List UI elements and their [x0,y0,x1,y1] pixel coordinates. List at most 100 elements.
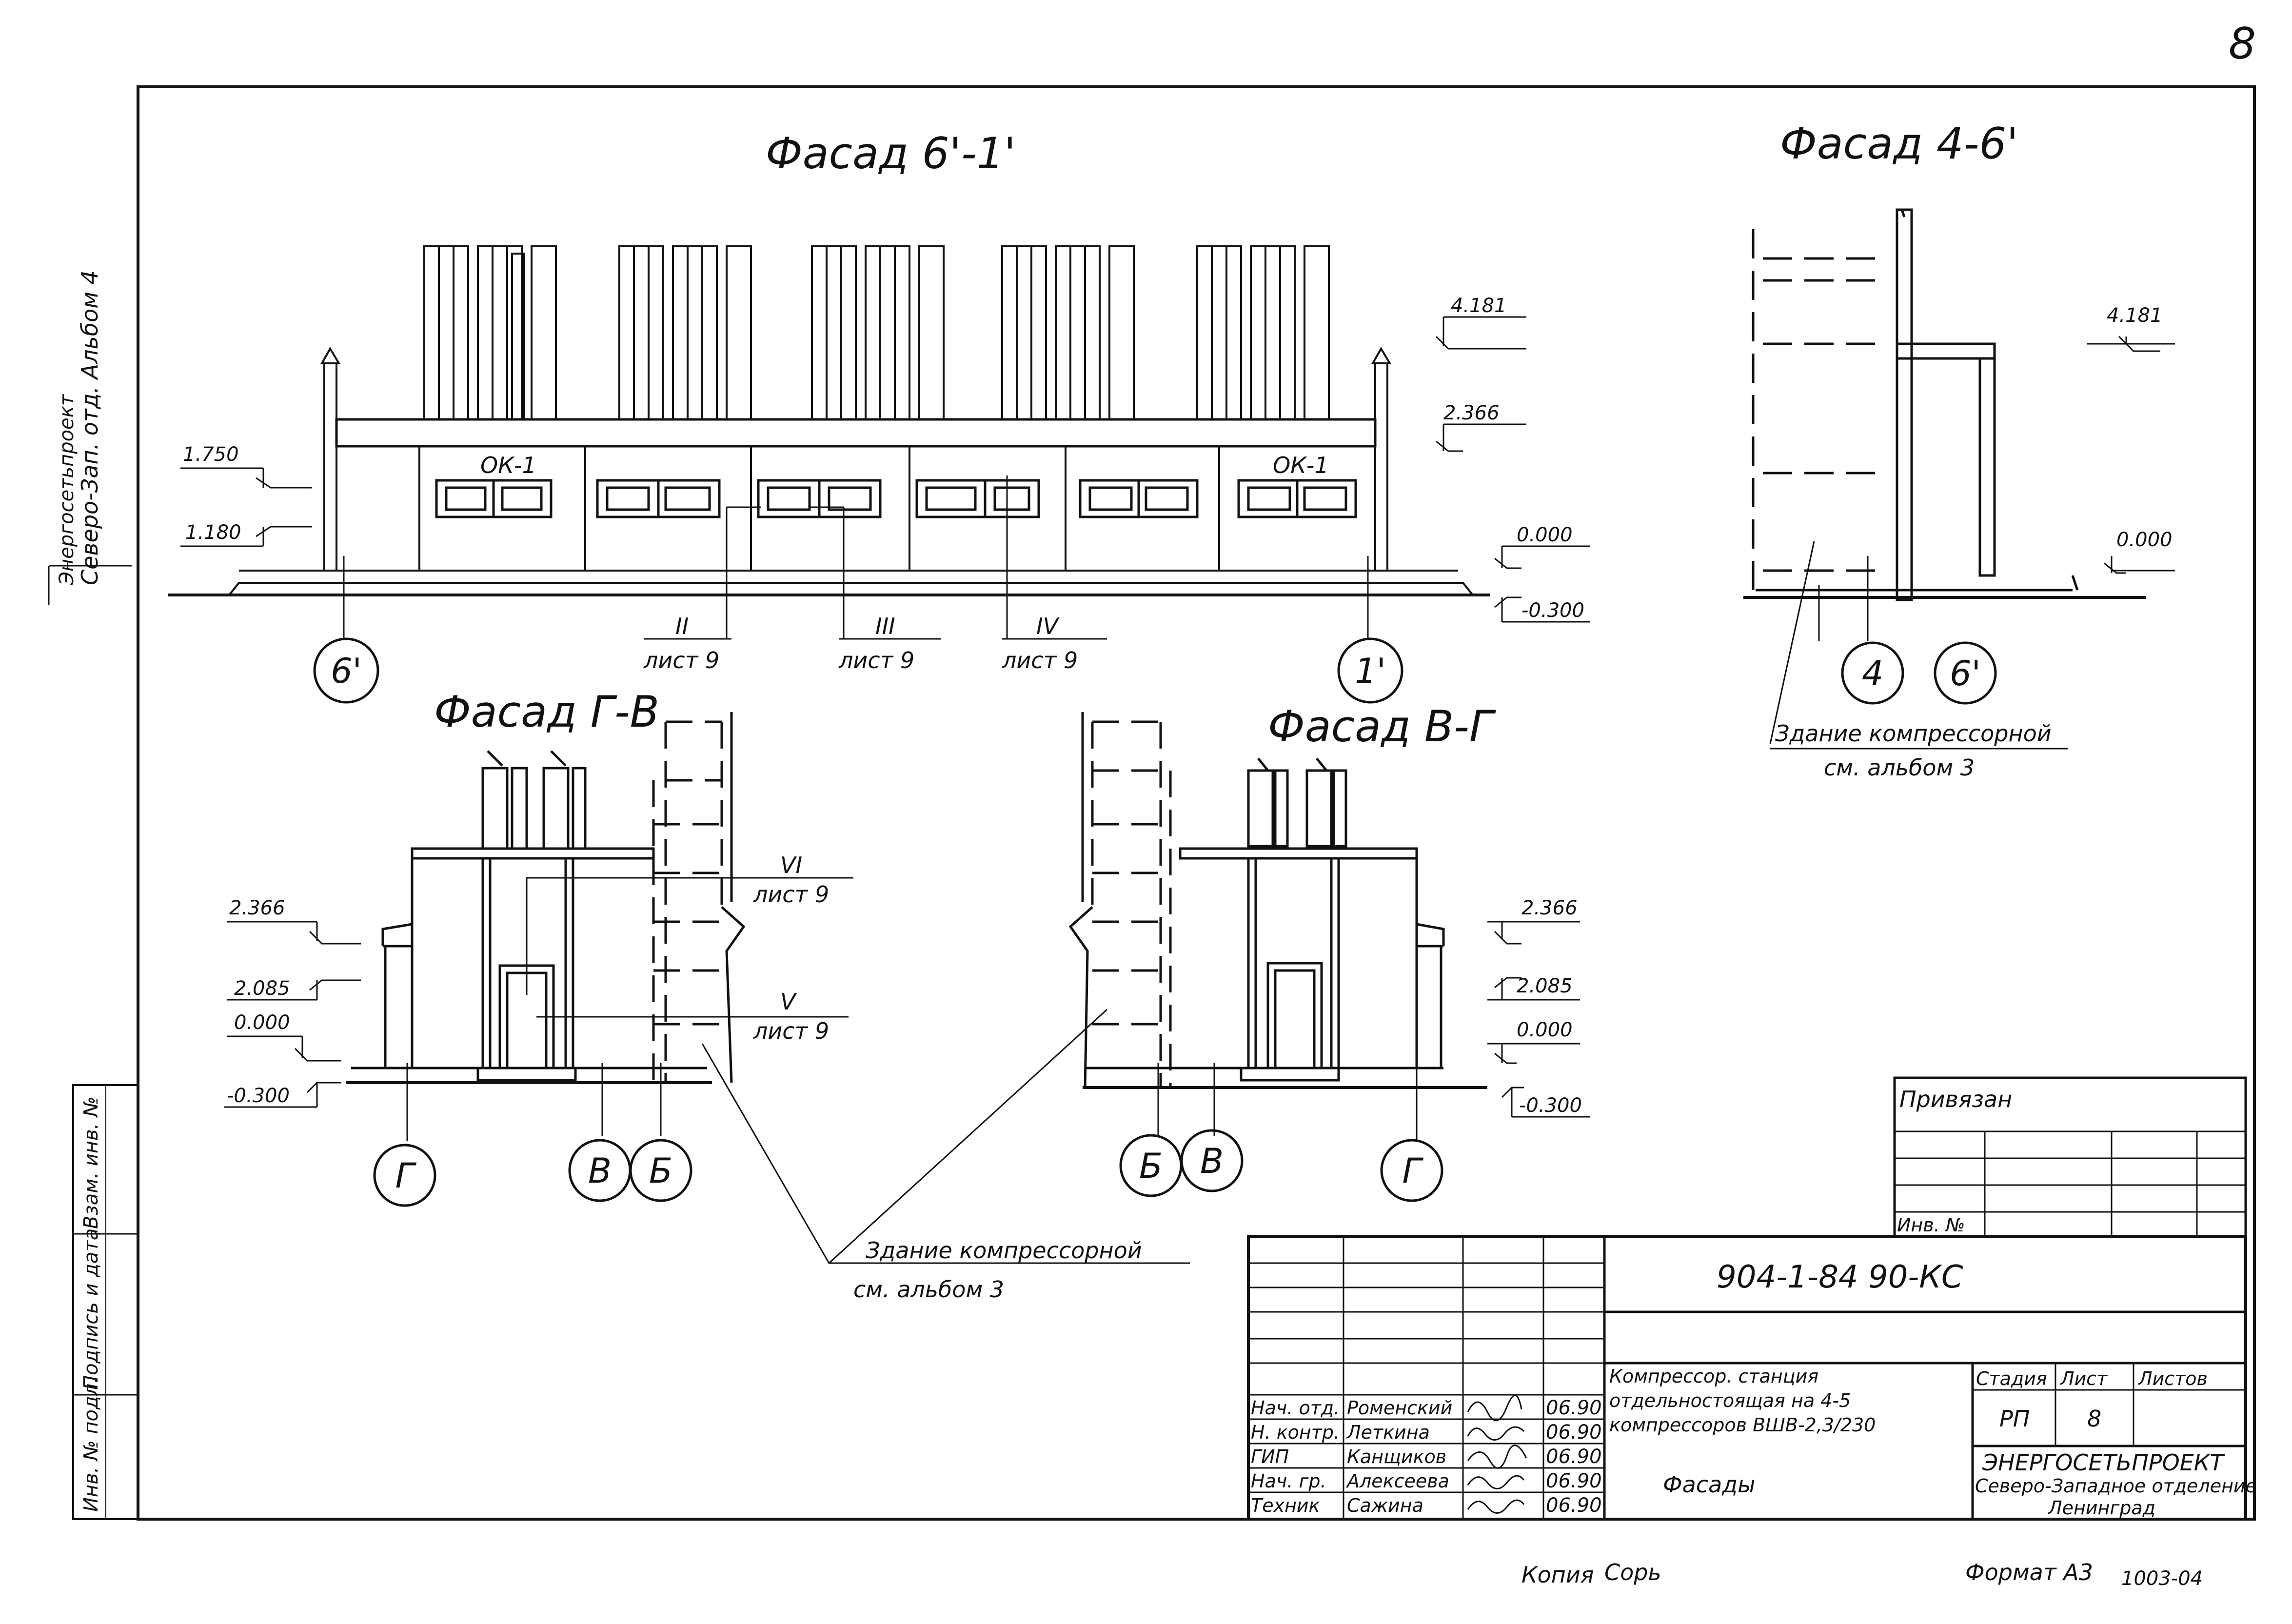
gv-level-minus-0300: -0.300 [227,1085,290,1107]
shared-note-line2: см. альбом 3 [853,1276,1004,1303]
vg-level-2085: 2.085 [1517,975,1573,997]
wall-panels [336,446,1376,571]
axis-label-4: 4 [1862,654,1884,693]
doc-code: 1003-04 [2121,1567,2203,1590]
title-block-code: 904-1-84 90-КС [1717,1259,1963,1295]
axis-circle-6prime [313,637,379,704]
axis-circle-6prime-side [1934,641,1997,705]
facade-v-g-title: Фасад В-Г [1268,701,1496,752]
axis-label-b-right: Б [1139,1146,1163,1186]
section-ref-iv-sheet: лист 9 [1002,647,1078,673]
axis-circle-1prime [1337,637,1403,704]
axis-circle-b-left [629,1139,692,1202]
staff-role-2: ГИП [1251,1446,1289,1467]
shared-note-line1: Здание компрессорной [866,1237,1142,1264]
level-1750: 1.750 [183,443,239,466]
staff-date-0: 06.90 [1546,1397,1602,1419]
axis-label-b-left: Б [649,1151,672,1191]
facade-4-6-title: Фасад 4-6' [1780,119,2018,169]
staff-role-3: Нач. гр. [1251,1470,1326,1492]
staff-role-1: Н. контр. [1251,1422,1340,1443]
section-ref-vi: VI [780,852,802,878]
compressor-note-line2: см. альбом 3 [1824,754,1975,781]
section-ref-v-sheet: лист 9 [753,1018,829,1044]
section-ref-v: V [780,989,797,1015]
title-block [1247,1235,2247,1521]
shared-compressor-note: Здание компрессорной см. альбом 3 [701,1009,1190,1303]
axis-label-g-right: Г [1403,1151,1424,1191]
margin-stamp-text: Северо-Зап. отд. Альбом 4 [77,270,103,585]
format-label: Формат А3 [1965,1559,2093,1585]
facade-v-g: Фасад В-Г [1068,701,1590,1202]
sheet-header: Лист [2059,1368,2108,1389]
axis-circle-g-left [373,1144,436,1207]
facade-4-6: Фасад 4-6' [1743,119,2175,781]
sheets-header: Листов [2137,1368,2208,1389]
level-4181-side: 4.181 [2107,304,2163,327]
facade-g-v-title: Фасад Г-В [434,687,659,737]
margin-label-vzam: Взам. инв. № [80,1096,102,1229]
staff-name-1: Леткина [1346,1422,1430,1443]
facade-g-v: Фасад Г-В [224,687,853,1207]
gv-level-2085: 2.085 [234,977,290,1000]
window-bands [435,479,1357,518]
project-line-1: Компрессор. станция [1609,1366,1818,1387]
stage-value: РП [1999,1406,2030,1432]
section-ref-iv: IV [1036,613,1060,639]
margin-label-inv-podl: Инв. № подл. [80,1377,102,1512]
section-ref-ii: II [675,613,689,639]
org-line-1: ЭНЕРГОСЕТЬПРОЕКТ [1982,1449,2225,1476]
staff-date-2: 06.90 [1546,1446,1602,1468]
project-line-2: отдельностоящая на 4-5 [1609,1390,1851,1411]
section-ref-iii: III [875,613,895,639]
staff-date-3: 06.90 [1546,1470,1602,1492]
margin-label-podpis: Подпись и дата [80,1228,102,1390]
org-line-2: Северо-Западное отделение [1975,1475,2257,1497]
org-line-3: Ленинград [2047,1497,2155,1519]
staff-role-4: Техник [1251,1495,1320,1516]
section-ref-iii-sheet: лист 9 [838,647,914,673]
staff-signatures [1467,1394,1527,1514]
roof-parapet [335,418,1377,448]
section-ref-vi-sheet: лист 9 [753,881,829,908]
vg-level-minus-0300: -0.300 [1519,1094,1582,1117]
window-label-ok1-right: ОК-1 [1273,452,1329,478]
axis-label-v-right: В [1200,1141,1224,1181]
staff-name-0: Роменский [1347,1397,1452,1419]
margin-stamp-small: Энергосетьпроект [56,394,78,586]
staff-date-4: 06.90 [1546,1494,1602,1517]
level-minus-0300: -0.300 [1521,599,1584,622]
stage-header: Стадия [1976,1368,2047,1389]
window-label-ok1-left: ОК-1 [480,452,536,478]
axis-circle-g-right [1380,1139,1443,1202]
sheet-frame [137,85,2256,1521]
axis-circle-4 [1841,641,1904,705]
privyazan-inv-label: Инв. № [1897,1214,1965,1236]
level-4181: 4.181 [1451,295,1507,317]
axis-label-v-left: В [588,1151,612,1191]
staff-name-3: Алексеева [1345,1470,1449,1492]
project-line-3: компрессоров ВШВ-2,3/230 [1609,1414,1876,1436]
level-1180: 1.180 [185,521,241,544]
staff-role-0: Нач. отд. [1251,1397,1340,1419]
sheet-corner-number: 8 [2229,19,2256,69]
section-ref-ii-sheet: лист 9 [643,647,719,673]
staff-name-2: Канщиков [1347,1446,1446,1467]
facade-6-1: Фасад 6'-1' [168,128,1590,704]
copy-label: Копия [1521,1562,1594,1588]
end-post-right [1374,362,1388,572]
vg-level-2366: 2.366 [1521,897,1578,919]
axis-label-1prime: 1' [1355,651,1386,691]
gv-level-2366: 2.366 [229,897,285,919]
axis-label-6prime-side: 6' [1950,654,1981,693]
plinth [228,582,1474,596]
axis-circle-v-right [1180,1129,1244,1192]
left-margin: Северо-Зап. отд. Альбом 4 Энергосетьпрое… [48,270,139,1520]
facade-6-1-title: Фасад 6'-1' [766,128,1016,178]
axis-label-g-left: Г [395,1156,417,1196]
privyazan-title: Привязан [1899,1086,2012,1112]
gv-level-0000: 0.000 [234,1011,290,1034]
compressor-note-line1: Здание компрессорной [1775,720,2052,747]
vg-level-0000: 0.000 [1517,1019,1573,1041]
